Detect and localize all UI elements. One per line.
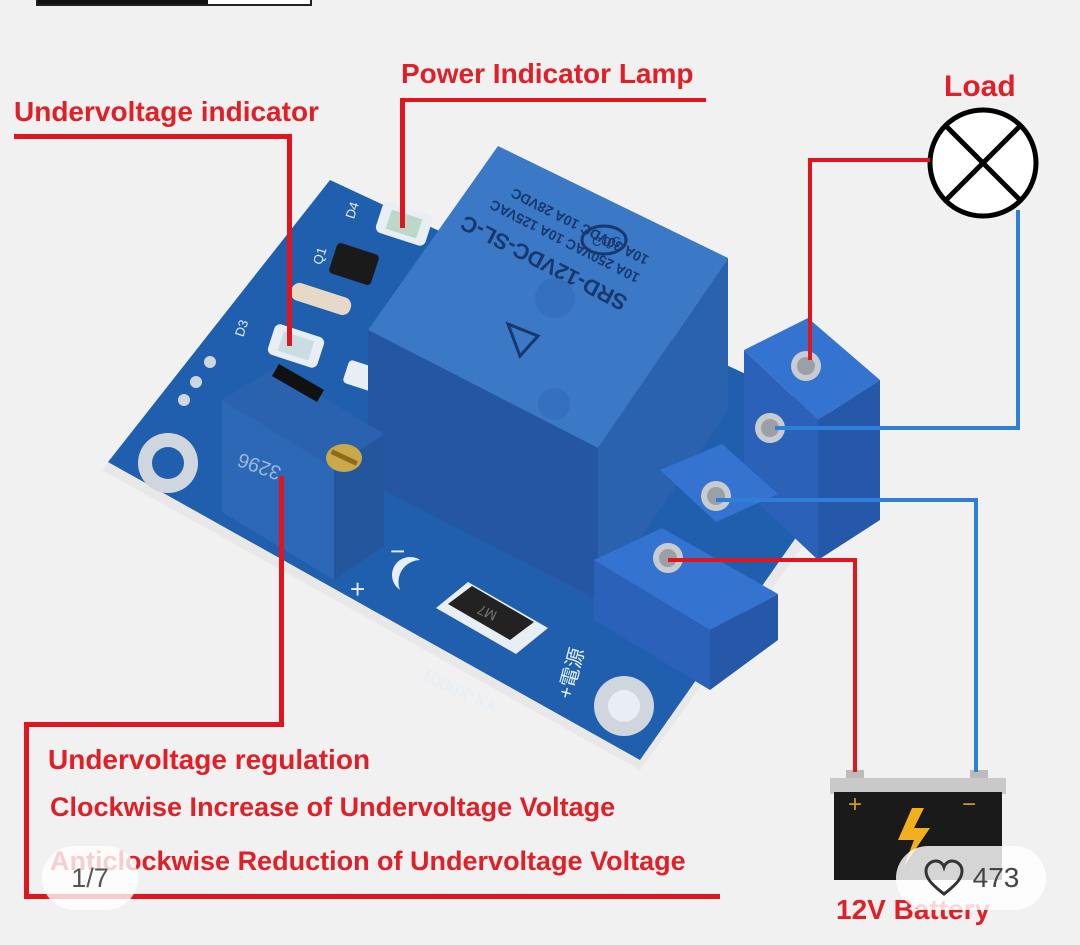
potentiometer xyxy=(222,400,334,580)
resistor xyxy=(290,282,352,316)
battery-wire-blue xyxy=(716,498,978,772)
power-lamp-leader-h xyxy=(400,98,706,102)
undervoltage-indicator-leader-h xyxy=(14,134,291,139)
undervoltage-indicator-label: Undervoltage indicator xyxy=(14,96,319,127)
regulation-leader-left xyxy=(24,722,29,898)
heart-icon xyxy=(924,859,964,896)
regulation-leader-bottom xyxy=(24,894,720,899)
minus-sign: − xyxy=(390,536,405,566)
regulation-leader-v xyxy=(279,476,284,726)
transistor-q1 xyxy=(329,243,379,285)
like-button[interactable]: 473 xyxy=(896,846,1046,910)
adjust-direction-icon xyxy=(391,556,420,590)
relay-logo: CQC xyxy=(592,234,621,249)
power-indicator-label: Power Indicator Lamp xyxy=(401,58,694,89)
power-lamp-leader-v xyxy=(400,98,405,228)
top-image-strip xyxy=(36,0,312,6)
battery-plus: + xyxy=(848,791,862,818)
regulation-title: Undervoltage regulation xyxy=(48,744,371,775)
battery-terminal-block xyxy=(710,594,778,690)
label-q1: Q1 xyxy=(310,245,330,266)
relay-block xyxy=(598,258,728,600)
load-wire-red xyxy=(808,158,930,360)
load-terminal-block xyxy=(818,380,880,560)
label-d3: D3 xyxy=(232,318,251,338)
regulation-leader-h xyxy=(24,722,284,727)
load-label: Load xyxy=(944,70,1016,103)
like-count: 473 xyxy=(972,862,1020,893)
label-d4: D4 xyxy=(342,200,361,220)
plus-sign: + xyxy=(350,574,365,604)
load-wire-blue xyxy=(775,210,1020,430)
page-counter: 1/7 xyxy=(42,846,138,910)
relay-triangle-icon xyxy=(505,321,541,359)
regulation-clockwise: Clockwise Increase of Undervoltage Volta… xyxy=(50,792,616,822)
battery-wire-red xyxy=(668,558,857,772)
diode-m7 xyxy=(448,586,534,640)
lightning-icon xyxy=(898,808,930,866)
regulation-anticlockwise: Anticlockwise Reduction of Undervoltage … xyxy=(50,846,686,876)
diode-label: M7 xyxy=(475,601,500,624)
battery-minus: − xyxy=(962,791,976,818)
undervoltage-indicator-leader-v xyxy=(287,134,292,346)
